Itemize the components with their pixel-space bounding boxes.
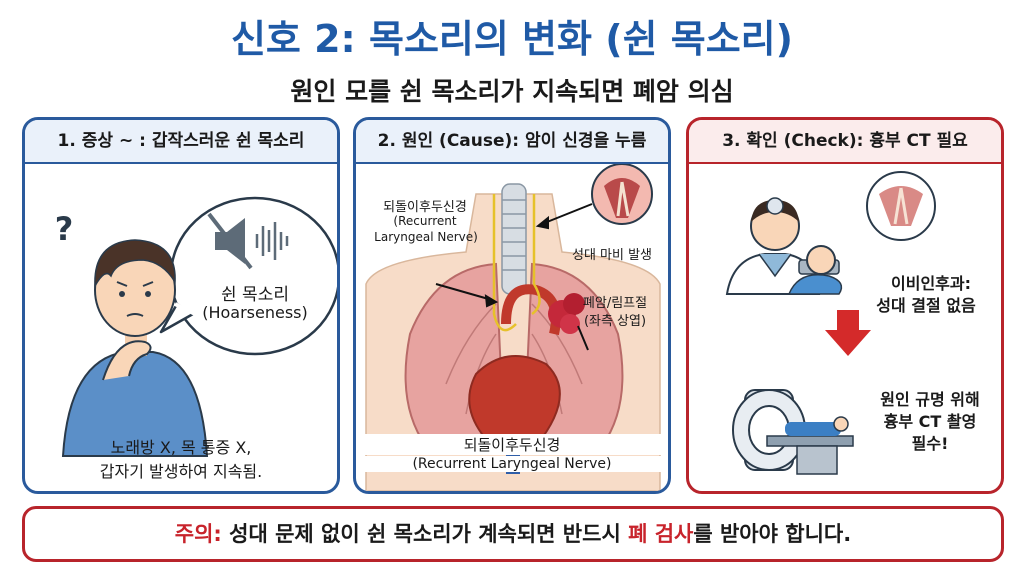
speech-bubble [159, 196, 337, 356]
bubble-text-ko: 쉰 목소리 [221, 285, 289, 305]
tumor-label-line1: 폐암/림프절 [582, 296, 648, 311]
cause-panel: 2. 원인 (Cause): 암이 신경을 누름 [353, 117, 671, 494]
vocal-cord-inset [591, 164, 653, 225]
patient-icon [787, 245, 843, 295]
question-mark: ? [54, 210, 74, 248]
check-panel-header: 3. 확인 (Check): 흉부 CT 필요 [689, 120, 1001, 164]
warning-text-part1: 성대 문제 없이 쉰 목소리가 계속되면 반드시 [221, 522, 629, 546]
vocal-paralysis-label: 성대 마비 발생 [571, 248, 653, 263]
muted-speaker-icon [207, 212, 289, 270]
throat-inset [866, 171, 936, 241]
ct-required-line1: 원인 규명 위해 [880, 390, 980, 409]
warning-text-part2: 를 받아야 합니다. [693, 522, 852, 546]
tumor [548, 293, 585, 334]
pointer-arrows [435, 203, 593, 351]
ct-scanner-icon [732, 389, 854, 475]
recurrent-laryngeal-nerve [492, 194, 541, 332]
bubble-text-en: (Hoarseness) [202, 303, 308, 322]
warning-highlight: 폐 검사 [628, 522, 694, 546]
trachea [501, 183, 527, 295]
symptom-caption-line1: 노래방 X, 목 통증 X, [110, 438, 252, 457]
ent-result-line1: 이비인후과: [891, 274, 971, 293]
symptom-caption-line2: 갑자기 발생하여 지속됨. [99, 462, 263, 481]
cause-panel-header: 2. 원인 (Cause): 암이 신경을 누름 [356, 120, 668, 164]
ent-result-line2: 성대 결절 없음 [876, 296, 976, 315]
nerve-label-ko: 되돌이후두신경 [383, 200, 467, 215]
down-arrow-icon [825, 310, 871, 356]
nerve-label-en1: (Recurrent [393, 214, 457, 228]
ct-required-line2: 흉부 CT 촬영 [883, 412, 977, 431]
tumor-label-line2: (좌측 상엽) [583, 314, 647, 329]
ct-required-line3: 필수! [911, 434, 949, 453]
cause-caption-line1: 되돌이후두신경 [356, 434, 668, 455]
hoarse-person-illustration [61, 196, 337, 457]
nerve-label-en2: Laryngeal Nerve) [374, 230, 478, 244]
ct-check-illustration [725, 171, 936, 475]
check-panel: 3. 확인 (Check): 흉부 CT 필요 [686, 117, 1004, 494]
warning-banner: 주의: 성대 문제 없이 쉰 목소리가 계속되면 반드시 폐 검사를 받아야 합… [22, 506, 1004, 562]
page-title: 신호 2: 목소리의 변화 (쉰 목소리) [230, 17, 794, 61]
symptom-panel-header: 1. 증상 ~ : 갑작스러운 쉰 목소리 [25, 120, 337, 164]
chest-anatomy-illustration [365, 164, 661, 491]
cause-caption-line2: (Recurrent Laryngeal Nerve) [356, 456, 668, 472]
person-icon [61, 239, 209, 457]
symptom-panel: 1. 증상 ~ : 갑작스러운 쉰 목소리 [22, 117, 340, 494]
warning-prefix: 주의: [174, 522, 222, 546]
page-subtitle: 원인 모를 쉰 목소리가 지속되면 폐암 의심 [290, 77, 734, 106]
